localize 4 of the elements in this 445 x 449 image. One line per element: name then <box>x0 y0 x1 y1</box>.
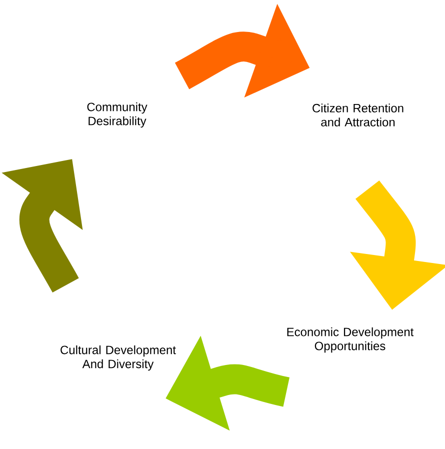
cycle-label: Cultural Development And Diversity <box>60 345 176 371</box>
cycle-label: Economic Development Opportunities <box>287 327 414 353</box>
cycle-label: Community Desirability <box>87 102 148 128</box>
cycle-label: Citizen Retention and Attraction <box>312 104 404 126</box>
